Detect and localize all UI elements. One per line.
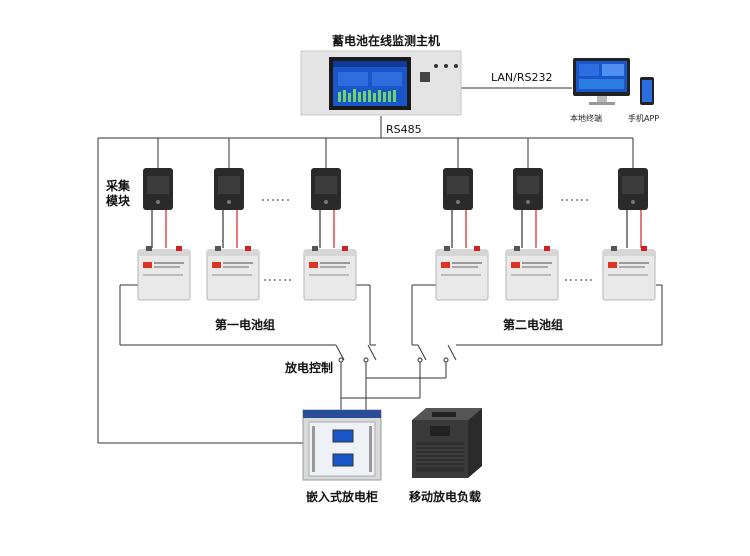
collector-module [311, 168, 341, 210]
collector-module [443, 168, 473, 210]
host-port [420, 72, 430, 82]
battery [303, 246, 357, 301]
battery [602, 246, 656, 301]
host-title: 蓄电池在线监测主机 [332, 34, 441, 48]
local-terminal-monitor [573, 58, 630, 105]
monitoring-host [300, 50, 462, 116]
mobile-phone [640, 77, 654, 105]
local-terminal-label: 本地终端 [570, 114, 602, 123]
connection-lines [97, 87, 663, 444]
collector-module [214, 168, 244, 210]
lan-label: LAN/RS232 [491, 71, 553, 84]
group2-label: 第二电池组 [503, 318, 564, 332]
sense-wires [151, 210, 642, 248]
group1-label: 第一电池组 [215, 318, 276, 332]
mobile-load-label: 移动放电负载 [409, 490, 482, 504]
battery [435, 246, 489, 301]
battery [206, 246, 260, 301]
collector-label-line2: 模块 [106, 194, 131, 208]
battery [137, 246, 191, 301]
mobile-discharge-load [412, 408, 482, 478]
cabinet-label: 嵌入式放电柜 [306, 490, 379, 504]
batteries [137, 246, 656, 301]
collector-module [513, 168, 543, 210]
discharge-control-label: 放电控制 [285, 361, 334, 375]
collector-modules [143, 168, 648, 210]
rs485-label: RS485 [386, 123, 422, 136]
battery [505, 246, 559, 301]
collector-module [618, 168, 648, 210]
mobile-app-label: 手机APP [628, 114, 660, 123]
discharge-cabinet [302, 409, 382, 481]
collector-label-line1: 采集 [106, 179, 131, 193]
ellipsis-lines [262, 199, 595, 281]
switch-contacts [338, 357, 449, 363]
collector-module [143, 168, 173, 210]
